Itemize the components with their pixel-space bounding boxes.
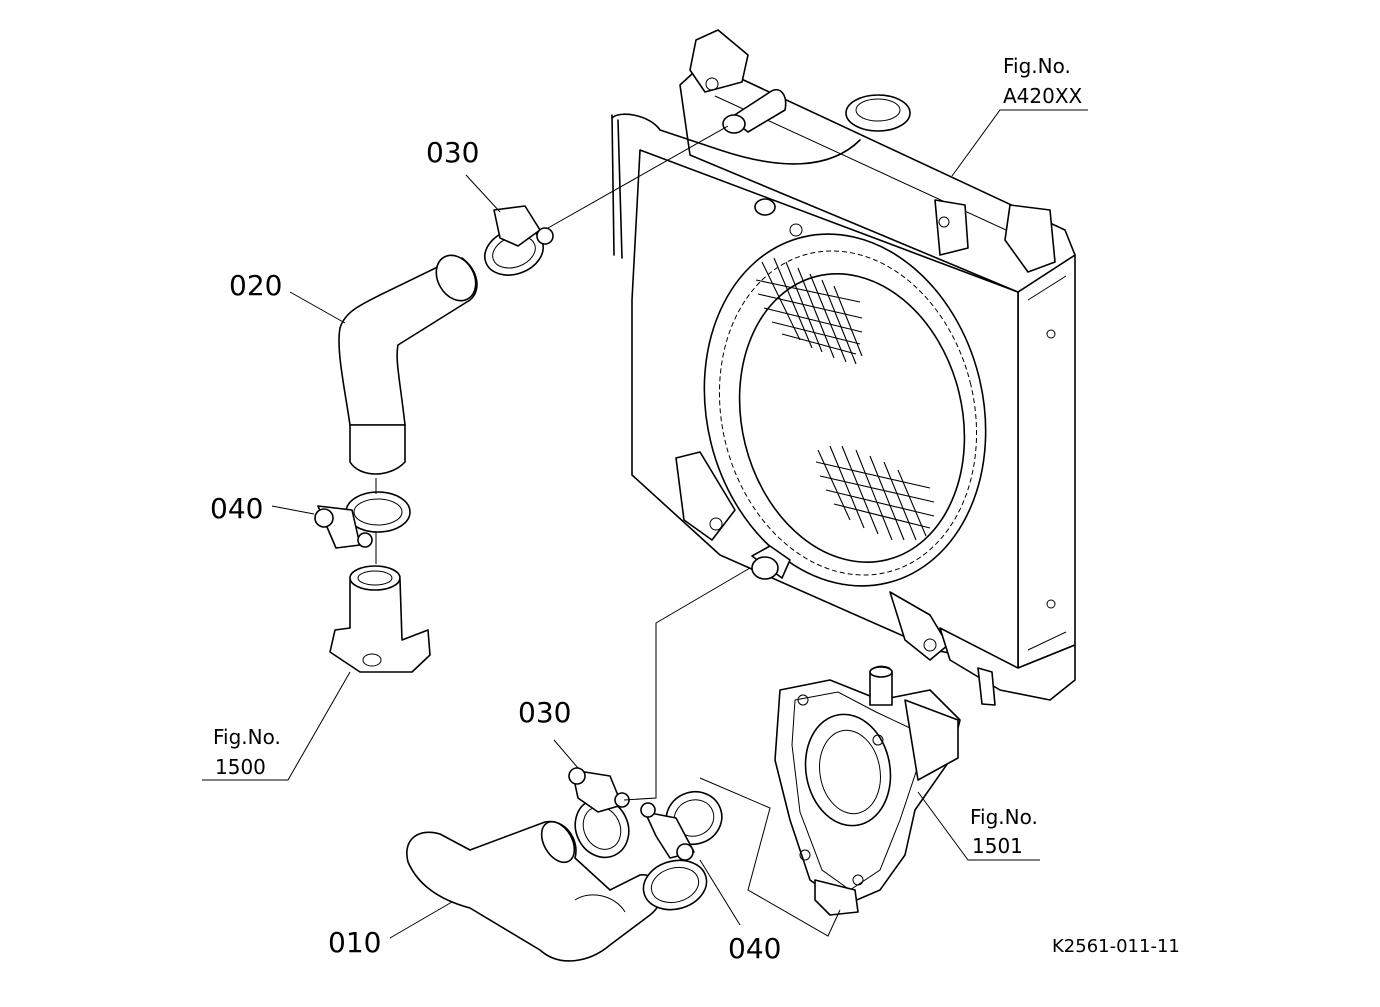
fig-ref-water-pump-label: Fig.No. [970, 805, 1038, 829]
lower-hose-010 [406, 820, 708, 962]
callout-030-top: 030 [426, 136, 479, 169]
fig-ref-thermostat-label: Fig.No. [213, 725, 281, 749]
callout-020: 020 [229, 269, 282, 302]
radiator-assembly [611, 29, 1076, 706]
fig-ref-radiator-label: Fig.No. [1003, 54, 1071, 78]
callout-040-left: 040 [210, 492, 263, 525]
core-mesh-lower [815, 445, 935, 541]
hose-clamp-030-top [484, 205, 554, 276]
thermostat-housing [329, 565, 431, 673]
callout-030-bottom: 030 [518, 696, 571, 729]
core-mesh-upper [755, 257, 863, 365]
hose-clamp-040-left [314, 491, 411, 549]
callout-labels: 030 020 040 030 010 040 [210, 136, 781, 965]
fig-ref-water-pump-number: 1501 [972, 834, 1023, 858]
callout-010: 010 [328, 926, 381, 959]
fig-ref-thermostat-number: 1500 [215, 755, 266, 779]
upper-hose-020 [338, 254, 478, 475]
figure-references: Fig.No. A420XX Fig.No. 1500 Fig.No. 1501 [213, 54, 1083, 858]
hose-clamp-030-bottom [568, 767, 630, 859]
fig-ref-radiator-number: A420XX [1003, 84, 1083, 108]
callout-040-bottom: 040 [728, 932, 781, 965]
water-pump [774, 665, 961, 916]
drawing-code: K2561-011-11 [1052, 936, 1180, 957]
leader-lines [202, 109, 1088, 939]
hose-clamp-040-bottom [640, 790, 723, 861]
